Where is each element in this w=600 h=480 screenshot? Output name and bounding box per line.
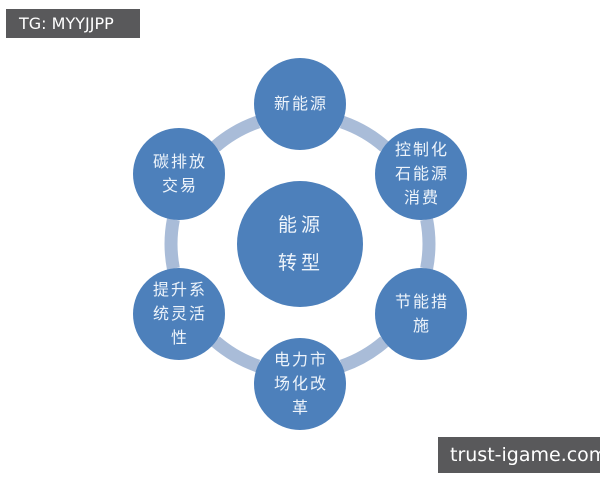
node-center-energy-transition: 能源 转型 xyxy=(237,181,363,307)
ring-arc xyxy=(339,336,389,373)
node-label-line: 能源 xyxy=(277,214,324,236)
node-label-line: 提升系 xyxy=(152,280,207,299)
node-power-market-reform: 电力市 场化改 革 xyxy=(254,338,346,430)
node-label-line: 转型 xyxy=(277,252,324,274)
node-label-line: 施 xyxy=(412,316,431,335)
node-label-line: 革 xyxy=(291,398,310,417)
node-system-flexibility: 提升系 统灵活 性 xyxy=(133,268,225,360)
node-new-energy: 新能源 xyxy=(254,58,346,150)
ring-arc xyxy=(211,115,261,152)
node-label-line: 新能源 xyxy=(273,94,328,113)
node-control-fossil-consumption: 控制化 石能源 消费 xyxy=(375,128,467,220)
node-label-line: 节能措 xyxy=(394,292,449,311)
node-label-line: 交易 xyxy=(161,176,198,195)
ring-arc xyxy=(420,218,436,270)
node-label-line: 石能源 xyxy=(394,164,449,183)
watermark-tg-badge: TG: MYYJJPP xyxy=(6,9,140,38)
node-energy-saving-measures: 节能措 施 xyxy=(375,268,467,360)
node-label-line: 电力市 xyxy=(273,350,328,369)
node-label-line: 消费 xyxy=(403,188,440,207)
node-label-line: 碳排放 xyxy=(152,152,207,171)
ring-arc xyxy=(164,218,180,270)
ring-arc xyxy=(211,336,261,373)
watermark-site-badge: trust-igame.com xyxy=(438,437,600,473)
node-label-line: 控制化 xyxy=(394,140,449,159)
node-label-line: 场化改 xyxy=(273,374,328,393)
node-label-line: 性 xyxy=(170,328,189,347)
ring-arc xyxy=(339,115,389,152)
node-carbon-trading: 碳排放 交易 xyxy=(133,128,225,220)
node-label-line: 统灵活 xyxy=(152,304,207,323)
